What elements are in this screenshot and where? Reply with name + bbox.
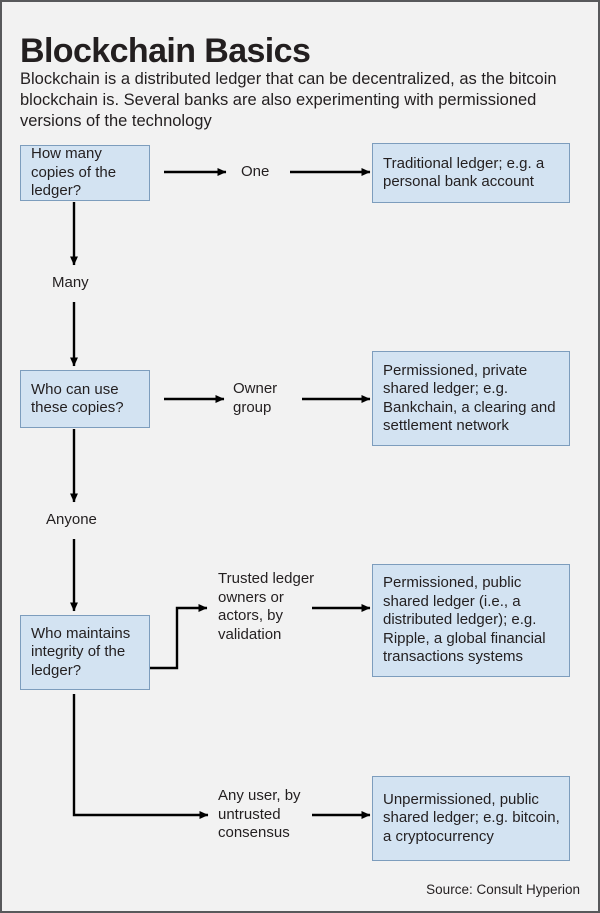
edge-label-many: Many <box>52 274 89 291</box>
node-question-copies-label: How many copies of the ledger? <box>31 145 117 200</box>
node-outcome-permissioned-public[interactable]: Permissioned, public shared ledger (i.e.… <box>372 564 570 677</box>
edge-label-owner-group: Owner group <box>233 380 278 416</box>
node-outcome-unpermissioned-public-label: Unpermissioned, public shared ledger; e.… <box>383 790 560 845</box>
page-title: Blockchain Basics <box>20 31 311 70</box>
node-outcome-permissioned-private-label: Permissioned, private shared ledger; e.g… <box>383 361 556 435</box>
arrow-q3-to-anyuser <box>72 694 209 819</box>
node-outcome-permissioned-public-label: Permissioned, public shared ledger (i.e.… <box>383 574 546 666</box>
edge-label-trusted-ledger-owners: Trusted ledger owners or actors, by vali… <box>218 570 315 643</box>
edge-label-anyone: Anyone <box>46 511 97 528</box>
node-outcome-traditional-ledger[interactable]: Traditional ledger; e.g. a personal bank… <box>372 143 570 203</box>
edge-label-any-user-untrusted: Any user, by untrusted consensus <box>218 787 301 841</box>
page-subtitle: Blockchain is a distributed ledger that … <box>20 69 557 130</box>
node-question-who-can-use[interactable]: Who can use these copies? <box>20 370 150 428</box>
node-question-copies[interactable]: How many copies of the ledger? <box>20 145 150 201</box>
edge-label-one: One <box>241 163 270 180</box>
node-outcome-unpermissioned-public[interactable]: Unpermissioned, public shared ledger; e.… <box>372 776 570 861</box>
node-outcome-traditional-ledger-label: Traditional ledger; e.g. a personal bank… <box>383 154 545 191</box>
source-credit: Source: Consult Hyperion <box>426 882 580 897</box>
node-question-integrity-label: Who maintains integrity of the ledger? <box>31 624 131 679</box>
node-question-who-can-use-label: Who can use these copies? <box>31 380 124 417</box>
node-outcome-permissioned-private[interactable]: Permissioned, private shared ledger; e.g… <box>372 351 570 446</box>
node-question-integrity[interactable]: Who maintains integrity of the ledger? <box>20 615 150 690</box>
arrow-q3-to-trusted <box>150 604 208 670</box>
